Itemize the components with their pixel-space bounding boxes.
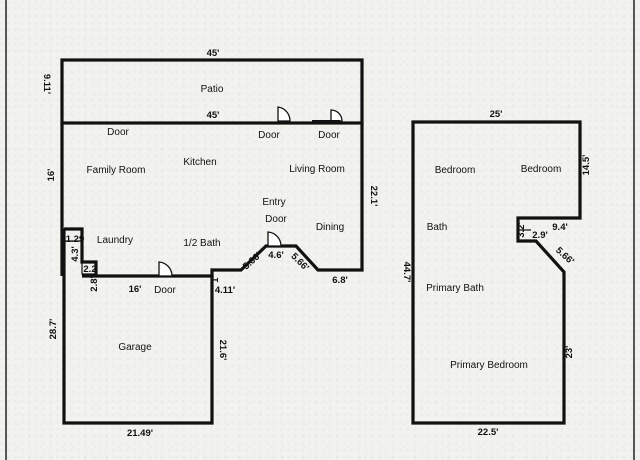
dim-22-5: 22.5' — [478, 427, 499, 438]
first-floor-outline — [60, 123, 364, 425]
living-room-label: Living Room — [289, 164, 345, 175]
door-left-label: Door — [107, 127, 129, 138]
dim-2-9: 2.9' — [532, 230, 547, 241]
dim-44-7: 44.7' — [401, 262, 412, 283]
garage-door-swing — [158, 261, 173, 277]
dim-9-4: 9.4' — [552, 222, 567, 233]
patio-door-swing-1 — [277, 106, 291, 122]
dim-5-66-b: 5.66' — [289, 251, 311, 273]
patio-side-dim: 9.11' — [41, 74, 52, 94]
kitchen-label: Kitchen — [183, 157, 216, 168]
entry-door-swing — [267, 231, 282, 247]
dim-21-49: 21.49' — [127, 428, 153, 439]
dim-1-29: 1.29 — [66, 234, 85, 245]
dim-1: 1' — [210, 275, 221, 283]
dim-28-7: 28.7' — [48, 319, 59, 340]
patio-door-swing-2 — [330, 109, 343, 122]
door-right-label: Door — [318, 130, 340, 141]
dim-3-2: 3.2' — [516, 222, 527, 237]
dim-14-5: 14.5' — [581, 155, 592, 176]
family-room-label: Family Room — [87, 165, 146, 176]
bedroom-right-label: Bedroom — [521, 164, 562, 175]
patio-top-dim: 45' — [207, 48, 220, 59]
garage-label: Garage — [118, 342, 152, 353]
entry-label: Entry — [262, 197, 285, 208]
laundry-cabinet — [63, 228, 83, 242]
dim-23: 23' — [564, 346, 575, 359]
dim-2-8: 2.8' — [89, 276, 100, 291]
dim-16-left: 16' — [46, 169, 57, 182]
patio-outline — [60, 58, 364, 125]
laundry-closet — [81, 261, 97, 275]
garage-door-label: Door — [154, 285, 176, 296]
dim-4-3: 4.3' — [70, 246, 81, 261]
bath-label: Bath — [427, 222, 448, 233]
second-floor-outline — [411, 120, 582, 425]
half-bath-label: 1/2 Bath — [183, 238, 220, 249]
dining-label: Dining — [316, 222, 344, 233]
bedroom-left-label: Bedroom — [435, 165, 476, 176]
laundry-label: Laundry — [97, 235, 133, 246]
primary-bath-label: Primary Bath — [426, 283, 484, 294]
dim-2-2: 2.2 — [83, 264, 96, 275]
entry-door-label: Door — [265, 214, 287, 225]
dim-22-1: 22.1' — [368, 186, 379, 207]
primary-bedroom-label: Primary Bedroom — [450, 360, 528, 371]
dim-4-11: 4.11' — [215, 285, 235, 296]
dim-4-6: 4.6' — [268, 250, 283, 261]
dim-6-8: 6.8' — [332, 275, 347, 286]
dim-16-bottom: 16' — [129, 284, 142, 295]
patio-label: Patio — [201, 84, 224, 95]
dim-25: 25' — [490, 109, 503, 120]
dim-21-6: 21.6' — [217, 340, 228, 361]
patio-bottom-dim: 45' — [207, 110, 220, 121]
door-mid-label: Door — [258, 130, 280, 141]
